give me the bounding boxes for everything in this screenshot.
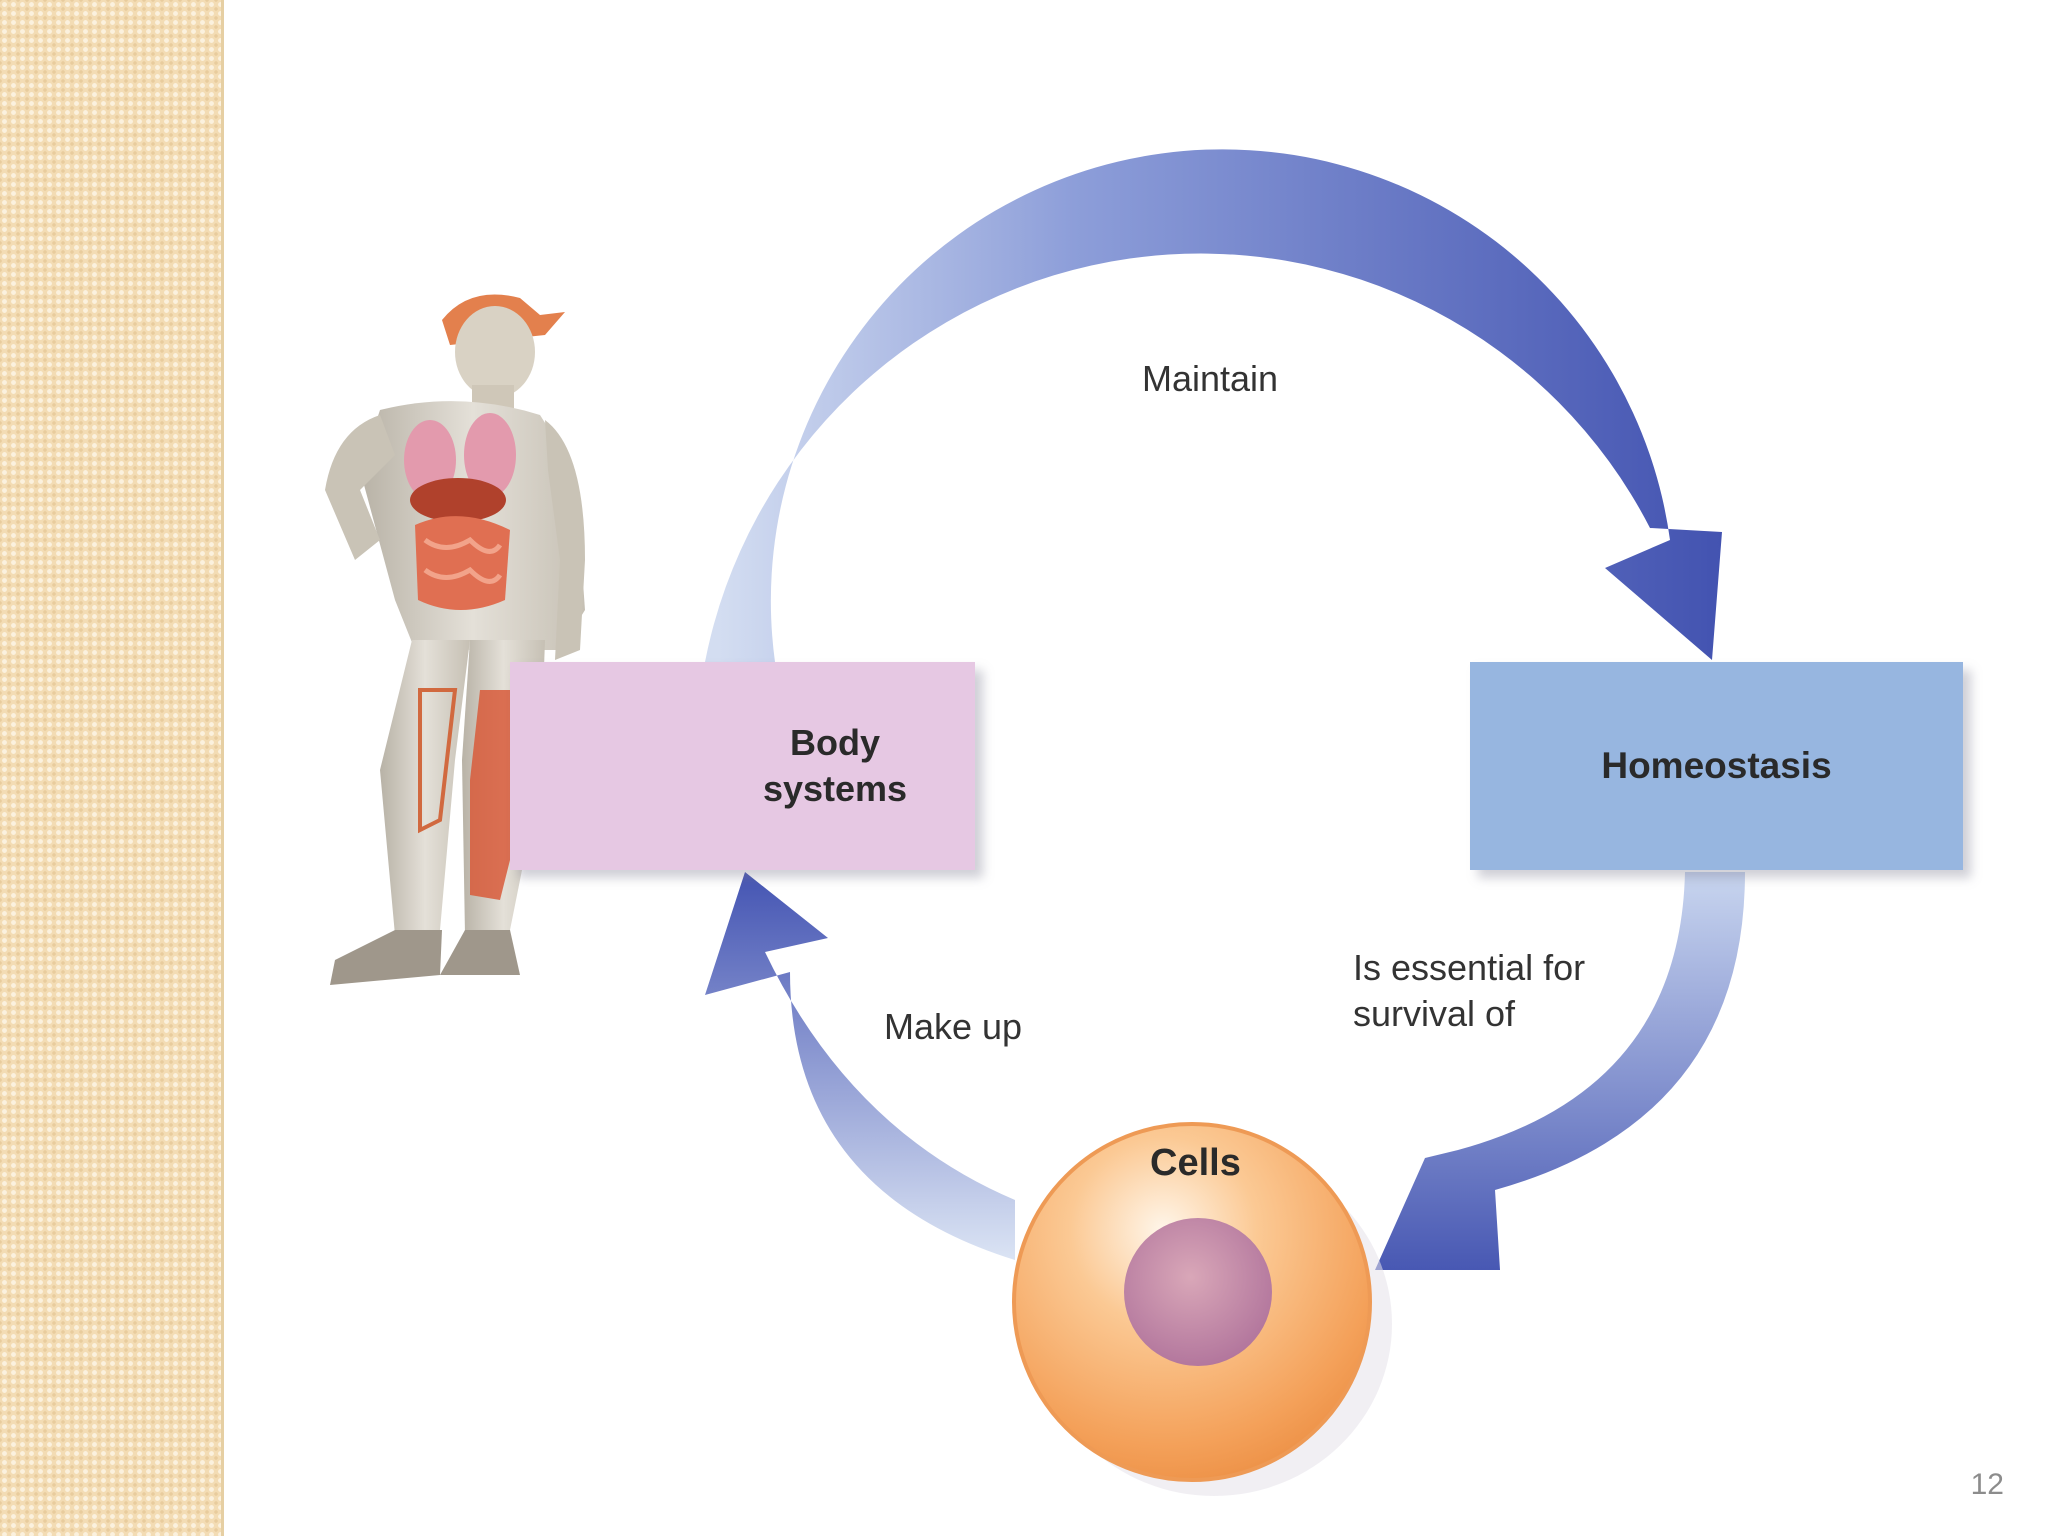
essential-arrow: [1375, 872, 1745, 1270]
cell-illustration: [1012, 1122, 1392, 1496]
maintain-label: Maintain: [1142, 358, 1279, 399]
cells-label: Cells: [1150, 1142, 1241, 1184]
decorative-sidebar: [0, 0, 224, 1536]
page-number: 12: [1970, 1468, 2004, 1501]
human-figure-illustration: [325, 294, 585, 985]
homeostasis-label: Homeostasis: [1601, 745, 1832, 786]
body-systems-box: Body systems: [510, 662, 975, 870]
make-up-label: Make up: [884, 1006, 1023, 1047]
essential-for-survival-label: Is essential for survival of: [1353, 947, 1586, 1034]
make-up-arrow: [705, 872, 1015, 1260]
maintain-arrow: [705, 149, 1722, 663]
homeostasis-box: Homeostasis: [1470, 662, 1963, 870]
body-systems-label: Body systems: [762, 722, 908, 809]
